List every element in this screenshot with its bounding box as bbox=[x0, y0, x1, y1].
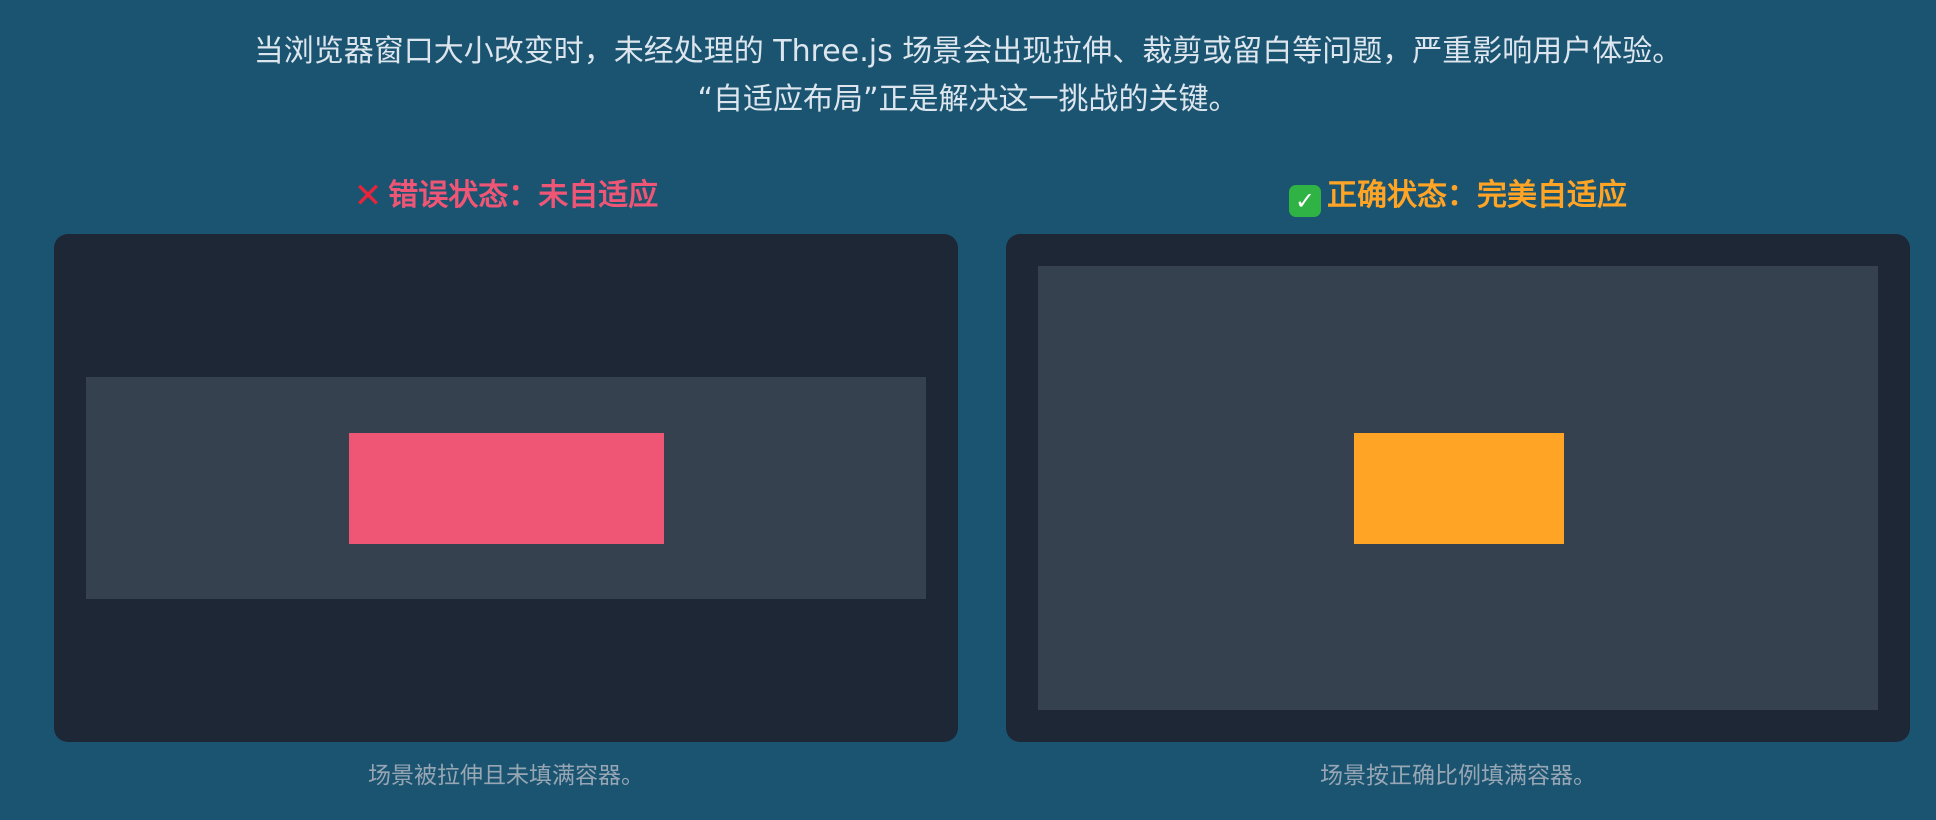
success-panel-title: ✓正确状态：完美自适应 bbox=[1006, 174, 1910, 218]
error-panel-title: ✕错误状态：未自适应 bbox=[54, 174, 958, 218]
check-mark-icon: ✓ bbox=[1289, 185, 1321, 217]
error-stretched-object bbox=[349, 433, 664, 544]
success-title-text: 正确状态：完美自适应 bbox=[1327, 178, 1627, 213]
intro-line-1: 当浏览器窗口大小改变时，未经处理的 Three.js 场景会出现拉伸、裁剪或留白… bbox=[253, 34, 1683, 69]
success-caption: 场景按正确比例填满容器。 bbox=[1320, 763, 1596, 789]
error-container-frame bbox=[54, 234, 958, 742]
error-caption: 场景被拉伸且未填满容器。 bbox=[368, 763, 644, 789]
success-filled-canvas bbox=[1038, 266, 1878, 710]
intro-text: 当浏览器窗口大小改变时，未经处理的 Three.js 场景会出现拉伸、裁剪或留白… bbox=[0, 28, 1936, 124]
cross-mark-icon: ✕ bbox=[353, 176, 383, 216]
success-proportional-object bbox=[1354, 433, 1564, 544]
error-stretched-canvas bbox=[86, 377, 926, 599]
intro-line-2: “自适应布局”正是解决这一挑战的关键。 bbox=[697, 82, 1239, 117]
error-title-text: 错误状态：未自适应 bbox=[388, 178, 659, 213]
success-container-frame bbox=[1006, 234, 1910, 742]
